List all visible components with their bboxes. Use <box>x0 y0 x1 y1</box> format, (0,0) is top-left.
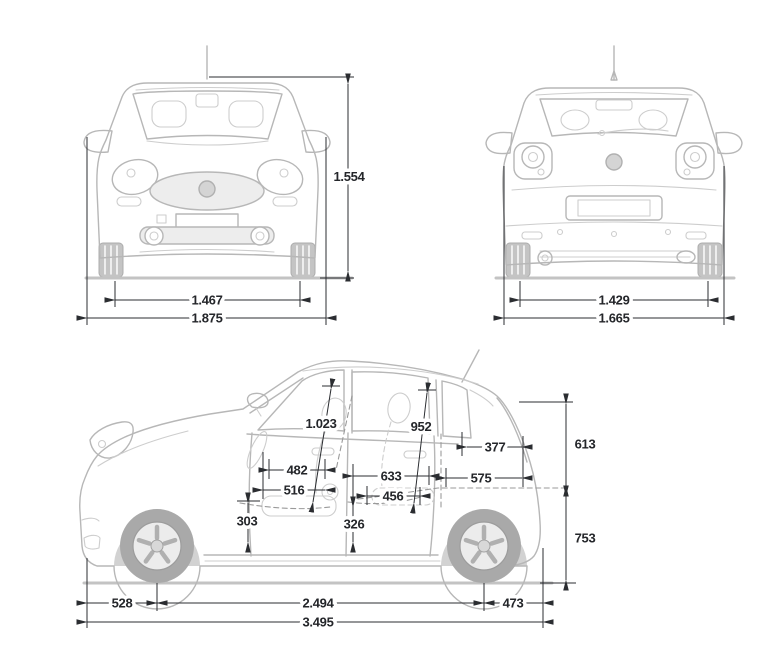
dim-label-rear-width: 1.665 <box>598 311 629 326</box>
dim-side-633: 633 <box>342 464 440 508</box>
rear-right-taillight <box>675 142 715 180</box>
dim-side-528: 528 <box>76 558 168 628</box>
car-front-view-drawing <box>83 45 354 280</box>
dim-side-1023: 1.023 <box>302 378 340 513</box>
side-mirror <box>246 392 269 409</box>
dim-side-456: 456 <box>356 485 431 507</box>
dim-side-613: 613 <box>519 393 599 497</box>
dim-label-473: 473 <box>503 596 524 611</box>
front-left-mirror <box>83 129 113 153</box>
rear-right-mirror <box>715 131 743 155</box>
side-front-wheel <box>120 509 194 583</box>
dim-label-613: 613 <box>575 437 596 452</box>
dim-label-753: 753 <box>575 531 596 546</box>
dim-label-303: 303 <box>237 514 258 529</box>
dim-label-3495: 3.495 <box>302 615 333 630</box>
dim-side-377: 377 <box>456 432 533 487</box>
side-antenna <box>461 349 480 383</box>
dim-label-952: 952 <box>411 419 432 434</box>
dim-label-456: 456 <box>383 489 404 504</box>
dim-label-rear-track: 1.429 <box>598 293 629 308</box>
dim-side-overall-length: 3.495 <box>76 611 554 633</box>
dim-front-overall-width: 1.875 <box>76 137 337 329</box>
dim-label-633: 633 <box>381 469 402 484</box>
car-rear-view-drawing <box>485 45 743 280</box>
dim-side-326: 326 <box>340 496 368 553</box>
dim-label-1023: 1.023 <box>305 416 336 431</box>
front-right-mirror <box>301 129 331 153</box>
dim-label-front-track: 1.467 <box>191 293 222 308</box>
dim-label-front-height: 1.554 <box>333 169 365 184</box>
dim-side-wheelbase: 2.494 <box>146 583 495 614</box>
dim-side-575: 575 <box>435 467 533 489</box>
dim-front-track-width: 1.467 <box>104 281 311 311</box>
car-side-view-drawing <box>79 349 567 610</box>
dim-label-516: 516 <box>284 483 305 498</box>
dim-label-575: 575 <box>471 471 492 486</box>
dim-side-303: 303 <box>233 492 261 553</box>
dim-label-528: 528 <box>112 596 133 611</box>
dim-side-753: 753 <box>540 485 599 591</box>
dim-label-482: 482 <box>287 463 308 478</box>
dim-label-377: 377 <box>485 440 506 455</box>
dim-side-516: 516 <box>252 452 336 501</box>
rear-left-taillight <box>513 142 553 180</box>
side-headlight <box>89 421 134 459</box>
side-rear-wheel <box>447 509 521 583</box>
dim-side-473: 473 <box>473 548 554 628</box>
dim-side-482: 482 <box>258 459 336 481</box>
rear-left-mirror <box>485 131 513 155</box>
dim-label-2494: 2.494 <box>302 596 334 611</box>
dim-label-326: 326 <box>344 517 365 532</box>
dim-rear-overall-width: 1.665 <box>493 166 735 329</box>
dim-side-952: 952 <box>407 382 436 514</box>
dim-rear-track-width: 1.429 <box>509 281 719 311</box>
dim-label-front-width: 1.875 <box>191 311 222 326</box>
